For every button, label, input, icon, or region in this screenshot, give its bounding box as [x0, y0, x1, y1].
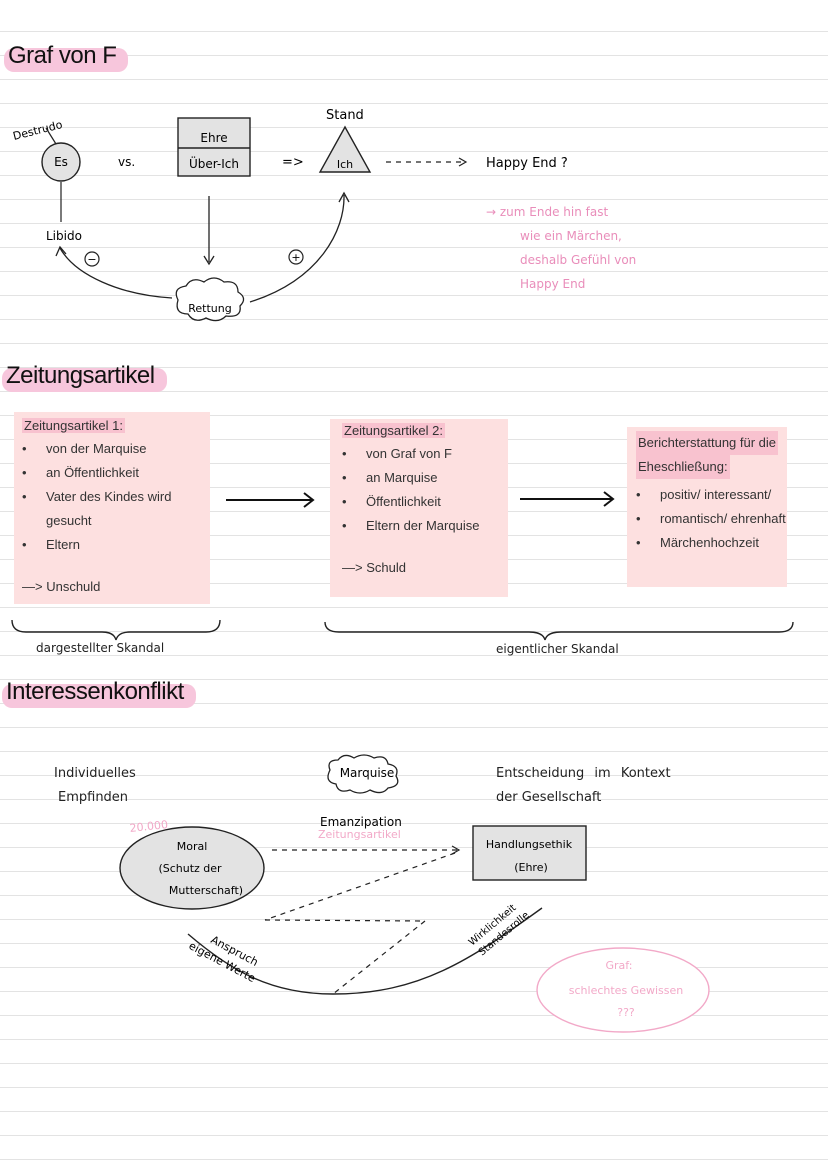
schlechtes-gewissen-label: schlechtes Gewissen — [569, 984, 683, 997]
rettung-label: Rettung — [188, 302, 231, 315]
konflikt-curve — [187, 907, 543, 995]
ich-triangle — [318, 125, 372, 173]
heading-zeitungsartikel: Zeitungsartikel — [2, 362, 167, 392]
graf-ellipse — [536, 947, 710, 1033]
curve-to-libido — [59, 247, 173, 299]
ich-label: Ich — [337, 158, 353, 171]
ueber-ich-label: Über-Ich — [189, 155, 239, 171]
zeitungsartikel-pink-label: Zeitungsartikel — [318, 828, 401, 841]
eigentlicher-skandal-label: eigentlicher Skandal — [496, 642, 619, 656]
box-zeitungsartikel-2: Zeitungsartikel 2: von Graf von F an Mar… — [330, 419, 508, 597]
moral-label: Moral — [177, 840, 208, 853]
es-circle — [41, 142, 81, 182]
svg-text:+: + — [291, 251, 300, 264]
moral-ellipse — [119, 826, 265, 910]
marquise-cloud — [327, 754, 399, 794]
konflikt-diagram: Marquise 20.000 Moral (Schutz der Mutter… — [119, 754, 710, 1033]
box-berichterstattung: Berichterstattung für die Eheschließung:… — [627, 427, 787, 587]
rettung-cloud — [175, 277, 245, 322]
destrudo-stroke — [45, 127, 57, 145]
moral-line3: Mutterschaft) — [169, 884, 243, 897]
ehre-paren-label: (Ehre) — [514, 861, 548, 874]
heading-interessenkonflikt: Interessenkonflikt — [2, 678, 196, 708]
handlungsethik-box — [472, 825, 587, 881]
es-label: Es — [54, 155, 68, 169]
ehre-box — [177, 117, 251, 177]
brace-left — [11, 619, 221, 641]
curve-to-ich — [249, 194, 345, 303]
question-marks-label: ??? — [617, 1006, 635, 1019]
dargestellter-skandal-label: dargestellter Skandal — [36, 641, 165, 655]
happy-end-label: Happy End ? — [486, 156, 568, 171]
ehre-label: Ehre — [200, 131, 227, 145]
entscheidung-kontext: Entscheidung im Kontext der Gesellschaft — [496, 766, 671, 805]
handlungsethik-label: Handlungsethik — [486, 838, 573, 851]
brace-right — [324, 621, 794, 641]
box3-continuation: romantisch/ ehrenhaft — [636, 507, 787, 531]
zeitungsartikel-arrows — [226, 491, 615, 508]
moral-line2: (Schutz der — [158, 862, 222, 875]
happy-end-note: → zum Ende hin fast wie ein Märchen, des… — [486, 205, 637, 291]
marquise-label: Marquise — [340, 766, 395, 780]
box-zeitungsartikel-1: Zeitungsartikel 1: von der Marquise an Ö… — [14, 412, 210, 604]
implies-label: => — [282, 155, 304, 170]
vs-label: vs. — [118, 155, 135, 169]
emanzipation-label: Emanzipation — [320, 815, 402, 829]
graf-label: Graf: — [606, 959, 633, 972]
stand-label: Stand — [326, 108, 364, 123]
individuelles-empfinden: Individuelles Empfinden — [54, 766, 136, 805]
destrudo-label: Destrudo — [12, 118, 64, 143]
twenty-k-label: 20.000 — [129, 818, 169, 835]
freud-diagram: Destrudo Es vs. Libido Ehre Über-Ich => … — [12, 108, 568, 322]
svg-text:−: − — [87, 253, 96, 266]
minus-sign — [84, 251, 100, 267]
plus-sign — [288, 249, 304, 265]
heading-graf-von-f: Graf von F — [3, 42, 129, 72]
libido-label: Libido — [46, 229, 82, 243]
scandal-braces — [11, 619, 794, 641]
